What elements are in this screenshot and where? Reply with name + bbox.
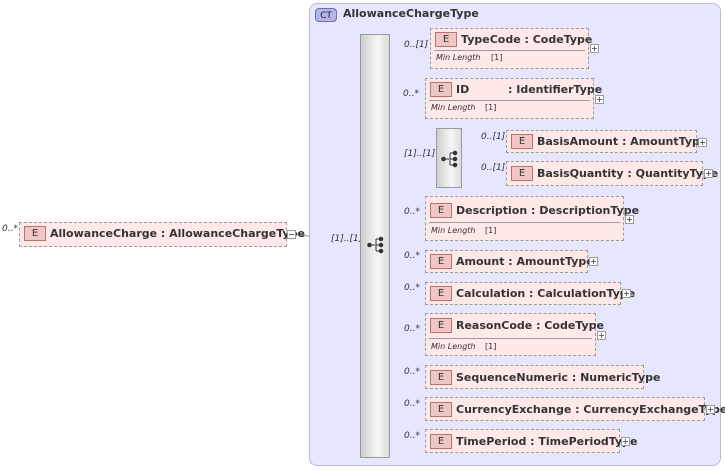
expand-icon[interactable] <box>622 289 631 298</box>
expand-icon[interactable] <box>595 95 604 104</box>
element-name: Description : DescriptionType <box>456 204 640 217</box>
element-badge: E <box>430 402 452 417</box>
complex-type-badge: CT <box>315 8 337 22</box>
element-name: AllowanceCharge : AllowanceChargeType <box>50 227 305 240</box>
element-name-id: ID <box>456 83 470 96</box>
calculation-cardinality: 0..* <box>404 283 420 293</box>
facet-divider <box>429 100 590 101</box>
collapse-icon[interactable] <box>287 230 296 239</box>
expand-icon[interactable] <box>590 44 599 53</box>
element-name: Calculation : CalculationType <box>456 287 636 300</box>
sequence-compositor[interactable] <box>360 34 390 458</box>
facet-label: Min Length <box>431 342 476 351</box>
root-cardinality: 0..* <box>2 224 18 234</box>
facet-divider <box>429 338 592 339</box>
id-cardinality: 0..* <box>403 89 419 99</box>
element-type-id: : IdentifierType <box>508 83 603 96</box>
sequence-icon <box>441 150 458 168</box>
facet-divider <box>434 50 585 51</box>
root-element-allowance-charge[interactable]: E AllowanceCharge : AllowanceChargeType <box>19 222 305 247</box>
description-cardinality: 0..* <box>404 207 420 217</box>
facet-value: [1] <box>491 53 503 62</box>
expand-icon[interactable] <box>704 169 713 178</box>
element-name: TimePeriod : TimePeriodType <box>456 435 638 448</box>
expand-icon[interactable] <box>698 138 707 147</box>
facet-label: Min Length <box>431 103 476 112</box>
element-timeperiod[interactable]: E TimePeriod : TimePeriodType <box>425 429 637 453</box>
facet-divider <box>429 222 620 223</box>
element-name: CurrencyExchange : CurrencyExchangeType <box>456 403 725 416</box>
element-basis-quantity[interactable]: E BasisQuantity : QuantityType <box>506 161 718 186</box>
element-badge: E <box>24 226 46 241</box>
expand-icon[interactable] <box>597 331 606 340</box>
element-name: BasisAmount : AmountType <box>537 135 708 148</box>
element-badge: E <box>430 434 452 449</box>
expand-icon[interactable] <box>706 405 715 414</box>
element-badge: E <box>511 166 533 181</box>
element-name: ReasonCode : CodeType <box>456 319 604 332</box>
element-name: TypeCode : CodeType <box>461 33 593 46</box>
expand-icon[interactable] <box>589 257 598 266</box>
element-badge: E <box>435 32 457 47</box>
facet-value: [1] <box>485 342 497 351</box>
basis-amount-cardinality: 0..[1] <box>481 132 506 142</box>
facet-label: Min Length <box>436 53 481 62</box>
element-badge: E <box>430 318 452 333</box>
element-typecode[interactable]: E TypeCode : CodeType Min Length [1] <box>430 28 593 69</box>
basis-quantity-cardinality: 0..[1] <box>481 163 506 173</box>
element-badge: E <box>430 286 452 301</box>
element-id[interactable]: E ID : IdentifierType Min Length [1] <box>425 78 602 119</box>
element-name: SequenceNumeric : NumericType <box>456 371 661 384</box>
expand-icon[interactable] <box>621 437 630 446</box>
sequencenumeric-cardinality: 0..* <box>404 367 420 377</box>
nested-sequence-compositor[interactable] <box>436 128 462 188</box>
expand-icon[interactable] <box>625 215 634 224</box>
element-badge: E <box>430 254 452 269</box>
currencyexchange-cardinality: 0..* <box>404 399 420 409</box>
element-badge: E <box>430 82 452 97</box>
facet-label: Min Length <box>431 226 476 235</box>
timeperiod-cardinality: 0..* <box>404 431 420 441</box>
nested-sequence-cardinality: [1]..[1] <box>404 149 436 159</box>
typecode-cardinality: 0..[1] <box>404 40 429 50</box>
element-sequencenumeric[interactable]: E SequenceNumeric : NumericType <box>425 365 660 389</box>
element-name: BasisQuantity : QuantityType <box>537 167 719 180</box>
element-badge: E <box>430 370 452 385</box>
element-name: Amount : AmountType <box>456 255 594 268</box>
element-description[interactable]: E Description : DescriptionType Min Leng… <box>425 196 639 241</box>
complex-type-title: AllowanceChargeType <box>343 7 479 20</box>
amount-cardinality: 0..* <box>404 251 420 261</box>
element-amount[interactable]: E Amount : AmountType <box>425 250 594 273</box>
element-calculation[interactable]: E Calculation : CalculationType <box>425 282 635 305</box>
reasoncode-cardinality: 0..* <box>404 324 420 334</box>
sequence-icon <box>367 236 384 254</box>
element-badge: E <box>511 134 533 149</box>
element-reasoncode[interactable]: E ReasonCode : CodeType Min Length [1] <box>425 313 604 356</box>
sequence-cardinality: [1]..[1] <box>331 234 363 244</box>
element-currencyexchange[interactable]: E CurrencyExchange : CurrencyExchangeTyp… <box>425 397 725 421</box>
facet-value: [1] <box>485 226 497 235</box>
facet-value: [1] <box>485 103 497 112</box>
element-badge: E <box>430 203 452 218</box>
element-basis-amount[interactable]: E BasisAmount : AmountType <box>506 130 707 153</box>
